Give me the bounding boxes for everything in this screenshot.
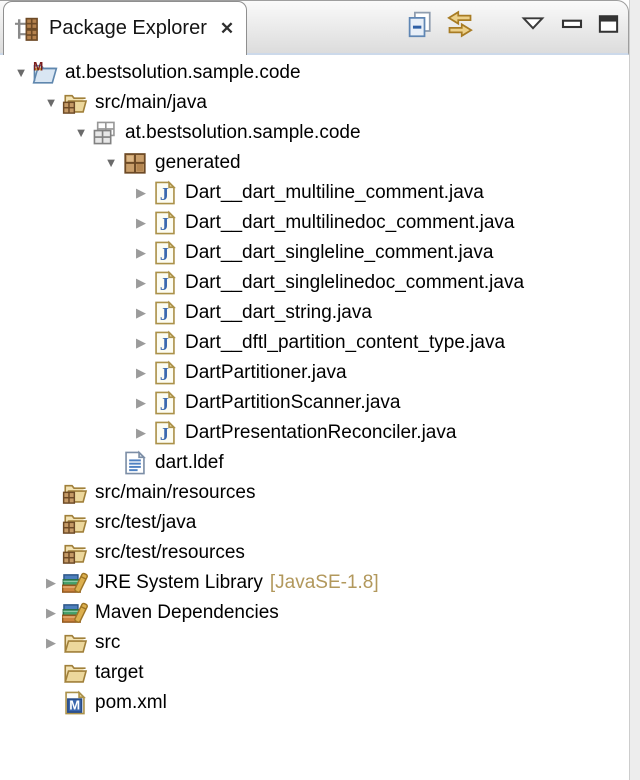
- tree-item[interactable]: Dart__dart_multiline_comment.java: [0, 178, 629, 208]
- tree-item-label: Dart__dart_singlelinedoc_comment.java: [185, 272, 525, 293]
- minimize-icon[interactable]: [560, 10, 584, 38]
- window-edge: [629, 0, 640, 780]
- maven-project-icon: [32, 60, 58, 86]
- java-file-icon: [152, 300, 178, 326]
- tree-item-label: DartPartitioner.java: [185, 362, 347, 383]
- java-file-icon: [152, 180, 178, 206]
- tree-item[interactable]: DartPartitionScanner.java: [0, 388, 629, 418]
- tree-item[interactable]: DartPartitioner.java: [0, 358, 629, 388]
- tree-expander-icon[interactable]: [40, 628, 62, 658]
- tree-item[interactable]: Dart__dart_singleline_comment.java: [0, 238, 629, 268]
- tree-item-label: at.bestsolution.sample.code: [65, 62, 301, 83]
- tree-item-label: src: [95, 632, 121, 653]
- library-icon: [62, 600, 88, 626]
- tree-item[interactable]: JRE System Library [JavaSE-1.8]: [0, 568, 629, 598]
- tree-item-label: DartPartitionScanner.java: [185, 392, 401, 413]
- java-file-icon: [152, 390, 178, 416]
- tree-expander-icon[interactable]: [70, 118, 92, 148]
- tree-expander-icon[interactable]: [40, 598, 62, 628]
- tree-item-label: src/main/resources: [95, 482, 256, 503]
- library-icon: [62, 570, 88, 596]
- java-file-icon: [152, 330, 178, 356]
- tree-expander-icon[interactable]: [10, 58, 32, 88]
- tree-expander-icon[interactable]: [40, 568, 62, 598]
- tree-item[interactable]: dart.ldef: [0, 448, 629, 478]
- tree-item-label: Dart__dart_multiline_comment.java: [185, 182, 484, 203]
- source-folder-icon: [62, 480, 88, 506]
- tree-expander-icon[interactable]: [100, 148, 122, 178]
- tree-item[interactable]: Dart__dftl_partition_content_type.java: [0, 328, 629, 358]
- maximize-icon[interactable]: [597, 10, 620, 38]
- tree-item-label: src/test/java: [95, 512, 197, 533]
- package-icon: [122, 150, 148, 176]
- maven-file-icon: [62, 690, 88, 716]
- folder-icon: [62, 660, 88, 686]
- package-empty-icon: [92, 120, 118, 146]
- tree-item-label: at.bestsolution.sample.code: [125, 122, 361, 143]
- tree-item[interactable]: DartPresentationReconciler.java: [0, 418, 629, 448]
- tree-item-label: dart.ldef: [155, 452, 224, 473]
- close-icon[interactable]: ✕: [219, 18, 235, 38]
- tree-expander-icon[interactable]: [130, 418, 152, 448]
- tree-item-label: Dart__dart_string.java: [185, 302, 372, 323]
- tree-item[interactable]: at.bestsolution.sample.code: [0, 118, 629, 148]
- tree-item[interactable]: src/main/resources: [0, 478, 629, 508]
- tree-item-label: target: [95, 662, 144, 683]
- tree-item[interactable]: Dart__dart_string.java: [0, 298, 629, 328]
- tree-item-label: DartPresentationReconciler.java: [185, 422, 457, 443]
- tree-item[interactable]: generated: [0, 148, 629, 178]
- java-file-icon: [152, 270, 178, 296]
- source-folder-icon: [62, 90, 88, 116]
- tree-item-label: JRE System Library: [95, 572, 263, 593]
- package-explorer-tree: at.bestsolution.sample.code src/main/jav…: [0, 55, 629, 780]
- view-menu-icon[interactable]: [521, 10, 545, 38]
- version-decorator: [JavaSE-1.8]: [269, 572, 379, 593]
- tree-item-label: Maven Dependencies: [95, 602, 279, 623]
- package-explorer-icon: [14, 16, 40, 42]
- tree-expander-icon[interactable]: [130, 298, 152, 328]
- tree-item[interactable]: Dart__dart_singlelinedoc_comment.java: [0, 268, 629, 298]
- tree-item[interactable]: at.bestsolution.sample.code: [0, 58, 629, 88]
- collapse-all-icon[interactable]: [407, 10, 435, 38]
- java-file-icon: [152, 420, 178, 446]
- java-file-icon: [152, 210, 178, 236]
- view-toolbar: [407, 10, 620, 38]
- tree-expander-icon[interactable]: [130, 238, 152, 268]
- java-file-icon: [152, 240, 178, 266]
- tree-item-label: Dart__dftl_partition_content_type.java: [185, 332, 506, 353]
- tree-item-label: src/main/java: [95, 92, 207, 113]
- tab-package-explorer[interactable]: Package Explorer ✕: [3, 1, 247, 55]
- tree-expander-icon[interactable]: [130, 328, 152, 358]
- tree-expander-icon[interactable]: [130, 208, 152, 238]
- tree-item-label: generated: [155, 152, 241, 173]
- tree-item[interactable]: pom.xml: [0, 688, 629, 718]
- tree-expander-icon[interactable]: [130, 388, 152, 418]
- tree-item[interactable]: target: [0, 658, 629, 688]
- source-folder-icon: [62, 510, 88, 536]
- tree-item-label: Dart__dart_singleline_comment.java: [185, 242, 494, 263]
- tree-item-label: src/test/resources: [95, 542, 245, 563]
- java-file-icon: [152, 360, 178, 386]
- tree-item[interactable]: src/test/resources: [0, 538, 629, 568]
- tree-item[interactable]: src: [0, 628, 629, 658]
- view-tab-bar: Package Explorer ✕: [0, 0, 629, 55]
- link-with-editor-icon[interactable]: [445, 10, 475, 38]
- tree-expander-icon[interactable]: [40, 88, 62, 118]
- tree-item[interactable]: Maven Dependencies: [0, 598, 629, 628]
- text-file-icon: [122, 450, 148, 476]
- tree-expander-icon[interactable]: [130, 358, 152, 388]
- tree-expander-icon[interactable]: [130, 268, 152, 298]
- folder-icon: [62, 630, 88, 656]
- tree-expander-icon[interactable]: [130, 178, 152, 208]
- tree-item[interactable]: src/main/java: [0, 88, 629, 118]
- source-folder-icon: [62, 540, 88, 566]
- tree-item[interactable]: src/test/java: [0, 508, 629, 538]
- tree-item-label: Dart__dart_multilinedoc_comment.java: [185, 212, 515, 233]
- tab-title: Package Explorer: [49, 17, 207, 39]
- tree-item[interactable]: Dart__dart_multilinedoc_comment.java: [0, 208, 629, 238]
- tree-item-label: pom.xml: [95, 692, 167, 713]
